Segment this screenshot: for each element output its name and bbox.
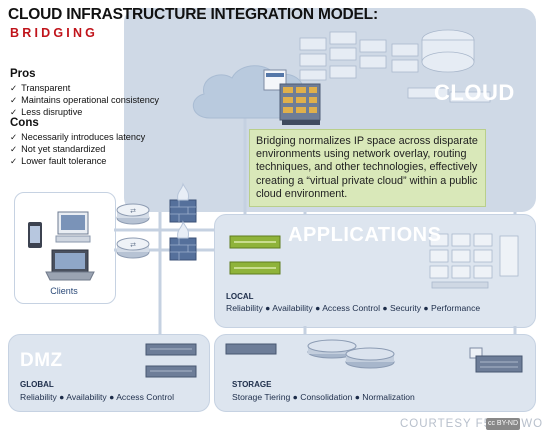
bridging-callout: Bridging normalizes IP space across disp… [249,129,486,207]
page-subtitle: BRIDGING [10,26,99,40]
license-badge-icon: cc BY-ND [486,418,520,430]
pros-heading: Pros [10,68,36,80]
cons-item: Necessarily introduces latency [10,131,145,143]
pros-section: Pros Transparent Maintains operational c… [10,68,159,118]
storage-subheading: STORAGE [232,380,272,389]
dmz-label: DMZ [20,350,63,371]
dmz-server-icon [145,343,197,378]
cons-heading: Cons [10,117,39,129]
phone-icon [28,222,42,248]
clients-label: Clients [50,286,78,296]
svg-text:⇄: ⇄ [130,208,136,215]
cloud-label: CLOUD [434,80,515,105]
applications-subheading: LOCAL [226,292,254,301]
pros-item: Transparent [10,82,159,94]
pros-item: Less disruptive [10,106,159,118]
cloud-datacenter-icon [299,29,491,103]
dmz-features: Reliability ● Availability ● Access Cont… [20,392,174,402]
server-rack-icon [263,69,321,125]
app-rack-icon [429,233,519,289]
pros-item: Maintains operational consistency [10,94,159,106]
storage-features: Storage Tiering ● Consolidation ● Normal… [232,392,415,402]
router-icon: ⇄ ⇄ [116,203,150,259]
courtesy-credit: COURTESY F5 NETWORKS [400,418,543,430]
cons-item: Lower fault tolerance [10,155,145,167]
app-server-icon [229,235,281,275]
page-title: CLOUD INFRASTRUCTURE INTEGRATION MODEL: [8,6,378,23]
cons-item: Not yet standardized [10,143,145,155]
desktop-icon [55,211,91,243]
applications-label: APPLICATIONS [288,224,442,246]
firewall-icon [169,182,197,261]
cons-section: Cons Necessarily introduces latency Not … [10,117,145,167]
svg-text:⇄: ⇄ [130,242,136,249]
dmz-subheading: GLOBAL [20,380,54,389]
storage-disk-icon [225,339,523,373]
applications-features: Reliability ● Availability ● Access Cont… [226,303,481,313]
laptop-icon [45,249,95,281]
